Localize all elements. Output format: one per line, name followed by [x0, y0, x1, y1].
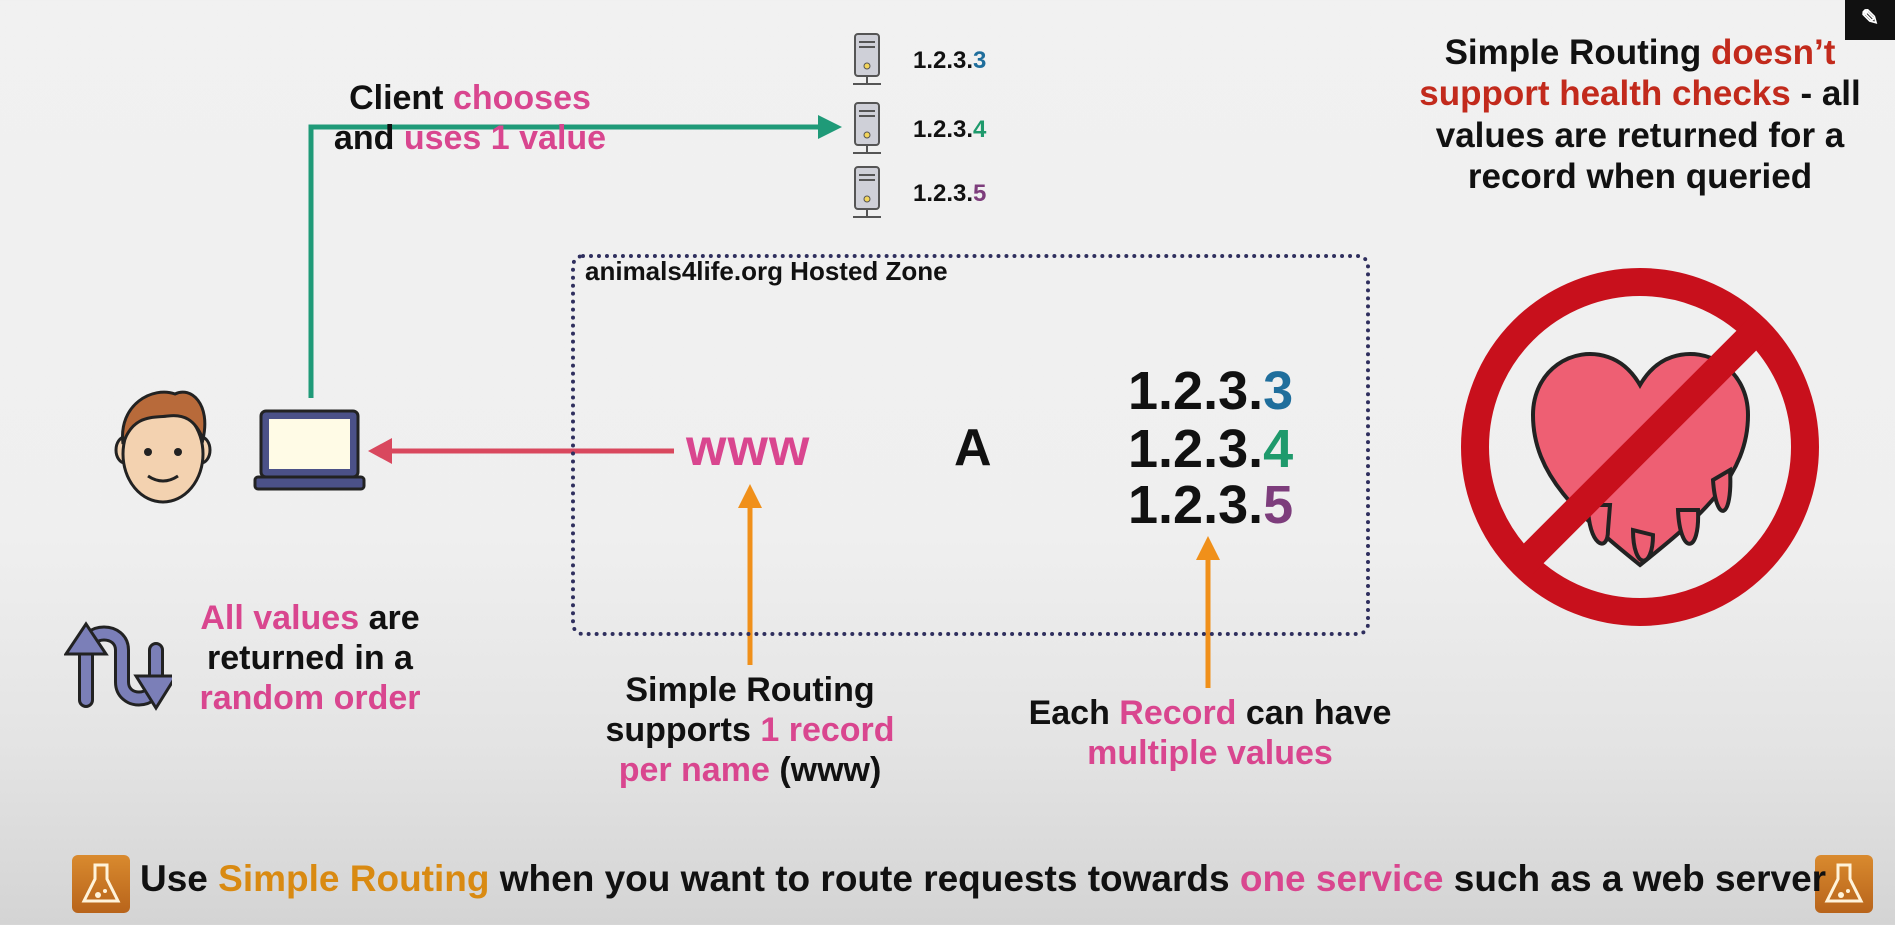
bottom-text-2: when you want to route requests towards: [489, 858, 1240, 899]
bottom-text-3: such as a web server: [1443, 858, 1827, 899]
person-icon: [114, 390, 212, 504]
random-note-text: are returned in a: [207, 599, 420, 678]
values-pointer-arrowhead: [1196, 536, 1220, 560]
random-note-highlight-2: random order: [199, 679, 421, 718]
hosted-zone-box: [571, 254, 1370, 636]
no-health-check-icon: [1461, 268, 1819, 626]
client-choice-arrow: [308, 124, 818, 398]
response-arrowhead: [368, 438, 392, 464]
laptop-icon: [253, 409, 366, 491]
server-icon: [853, 166, 881, 218]
one-record-note: Simple Routing supports 1 record per nam…: [575, 670, 925, 790]
record-value-2: 1.2.3.4: [1128, 419, 1294, 479]
health-check-note: Simple Routing doesn’t support health ch…: [1380, 32, 1895, 197]
shuffle-arrows-icon: [64, 621, 172, 711]
multiple-values-note: Each Record can have multiple values: [1010, 693, 1410, 773]
each-note-text-1: Each: [1028, 694, 1120, 732]
server-ip-3: 1.2.3.5: [913, 180, 987, 207]
record-value-3: 1.2.3.5: [1128, 475, 1294, 535]
hosted-zone-title: animals4life.org Hosted Zone: [585, 256, 948, 286]
client-choice-note: Client chooses and uses 1 value: [300, 78, 640, 158]
each-note-highlight-2: multiple values: [1087, 734, 1333, 773]
health-note-text-1: Simple Routing: [1444, 33, 1711, 72]
health-note-text-2: - all values are returned for a record w…: [1435, 74, 1861, 196]
www-pointer-arrowhead: [738, 484, 762, 508]
bottom-highlight-2: one service: [1239, 858, 1444, 899]
simple-note-highlight: 1 record per name: [618, 711, 895, 790]
server-icon: [853, 33, 881, 85]
simple-note-text-2: (www): [769, 751, 882, 790]
feedback-icon[interactable]: ✎: [1845, 0, 1895, 40]
record-value-1: 1.2.3.3: [1128, 361, 1294, 421]
client-note-highlight-1: chooses: [452, 79, 591, 117]
server-icon: [853, 102, 881, 154]
record-name: www: [686, 419, 811, 477]
record-type: A: [954, 419, 992, 477]
simple-note-text-1: Simple Routing supports: [605, 671, 875, 750]
each-note-text-2: can have: [1236, 694, 1392, 732]
bottom-summary: Use Simple Routing when you want to rout…: [140, 858, 1826, 900]
flask-icon: [1815, 855, 1873, 913]
random-note-highlight-1: All values: [200, 599, 360, 637]
random-order-note: All values are returned in a random orde…: [165, 598, 455, 718]
server-ip-1: 1.2.3.3: [913, 47, 987, 74]
client-note-text-2: and: [333, 119, 404, 158]
client-note-highlight-2: uses 1 value: [403, 119, 607, 158]
server-ip-2: 1.2.3.4: [913, 116, 987, 143]
each-note-highlight-1: Record: [1119, 694, 1237, 732]
client-note-text-1: Client: [349, 79, 453, 117]
bottom-text-1: Use: [140, 858, 219, 899]
flask-icon: [72, 855, 130, 913]
client-choice-arrowhead: [818, 115, 842, 139]
health-note-highlight: doesn’t support health checks: [1419, 33, 1836, 114]
bottom-highlight-1: Simple Routing: [218, 858, 490, 899]
